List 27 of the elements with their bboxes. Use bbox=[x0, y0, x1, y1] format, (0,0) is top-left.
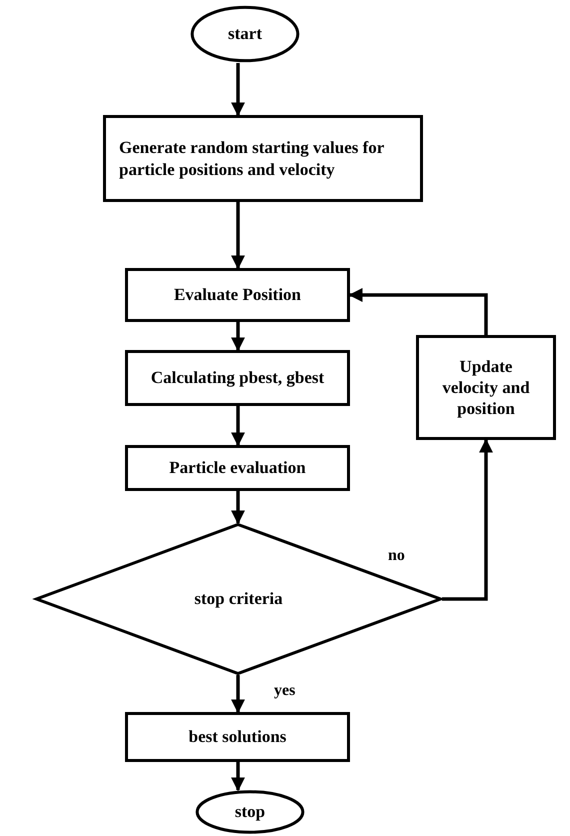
arrow bbox=[231, 322, 245, 352]
arrow bbox=[231, 406, 245, 446]
process-box bbox=[125, 445, 350, 491]
node-label: start bbox=[228, 23, 262, 45]
node-label: Update velocity and position bbox=[441, 356, 531, 420]
arrow bbox=[442, 438, 493, 601]
arrow bbox=[231, 202, 245, 270]
terminal-oval bbox=[195, 790, 305, 834]
arrow bbox=[231, 491, 245, 524]
arrow bbox=[231, 675, 245, 714]
node-label: stop bbox=[234, 801, 266, 823]
node-label: Calculating pbest, gbest bbox=[150, 367, 324, 389]
arrow bbox=[231, 762, 245, 792]
decision-diamond bbox=[35, 523, 442, 675]
node-label: Particle evaluation bbox=[169, 457, 306, 479]
process-box bbox=[125, 268, 350, 322]
arrow bbox=[231, 63, 245, 116]
node-label: best solutions bbox=[188, 726, 286, 748]
process-box bbox=[125, 350, 350, 406]
arrow bbox=[348, 288, 488, 335]
process-box bbox=[416, 335, 556, 440]
node-label: Evaluate Position bbox=[174, 284, 302, 306]
process-box bbox=[103, 115, 423, 202]
terminal-oval bbox=[190, 5, 300, 63]
node-label: stop criteria bbox=[194, 588, 283, 610]
process-box bbox=[125, 712, 350, 762]
node-label: Generate random starting values for particle positions and velocity bbox=[119, 137, 386, 180]
